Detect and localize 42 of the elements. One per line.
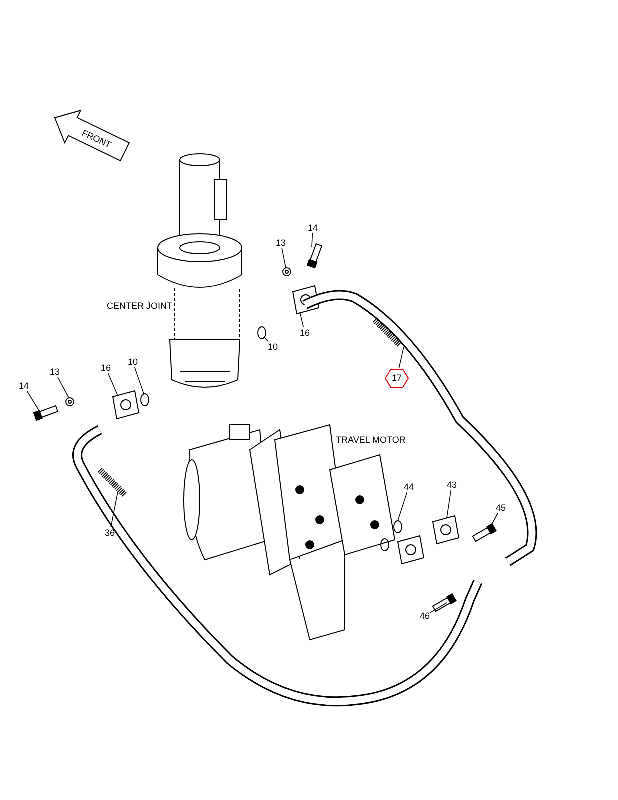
leader-line (58, 377, 70, 398)
o-ring-drawing (258, 326, 266, 340)
callout-number: 14 (308, 222, 318, 234)
o-ring-drawing (140, 394, 150, 406)
callout-number: 46 (420, 610, 430, 622)
leader-line (110, 492, 118, 528)
bolt-drawing (472, 523, 498, 542)
flange-drawing (112, 390, 140, 420)
callout-number: 16 (300, 328, 310, 338)
hose-drawing (72, 426, 483, 707)
bolt-drawing (432, 593, 458, 612)
callout-number: 13 (276, 238, 286, 248)
flange-drawing (432, 515, 460, 545)
leader-line (430, 602, 448, 614)
washer-drawing (282, 268, 292, 276)
leader-line (282, 248, 286, 268)
leader-line (264, 338, 268, 342)
o-ring-drawing (394, 520, 402, 534)
hose-drawing (302, 290, 538, 566)
callout-number: 36 (105, 528, 116, 538)
callout-number: 14 (19, 380, 30, 392)
callout-number: 13 (50, 366, 60, 378)
part-label: TRAVEL MOTOR (336, 434, 406, 446)
leader-line (446, 490, 452, 518)
bolt-drawing (33, 405, 59, 422)
leader-line (108, 373, 118, 396)
leader-line (300, 312, 304, 328)
callout-number: 45 (496, 502, 506, 514)
leader-line (398, 492, 408, 522)
leader-line (312, 233, 314, 248)
flange-drawing (292, 285, 320, 315)
leader-line (398, 346, 404, 369)
part-label: CENTER JOINT (107, 300, 173, 312)
callout-number: 43 (447, 480, 458, 490)
leader-line (26, 391, 40, 412)
callout-number: 16 (101, 362, 112, 374)
leader-line (134, 367, 144, 394)
washer-drawing (66, 398, 74, 406)
bolt-drawing (306, 243, 323, 269)
callout-number: 44 (404, 482, 414, 492)
callout-number: 10 (268, 342, 278, 352)
callout-number: 10 (128, 356, 138, 368)
